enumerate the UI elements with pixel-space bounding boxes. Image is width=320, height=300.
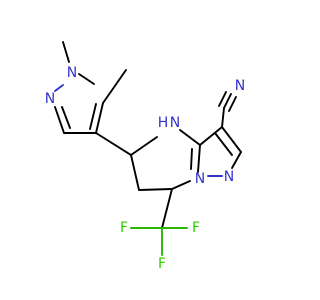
bond-c7-c6	[138, 188, 173, 191]
atom-pyrazole-n1: N	[67, 65, 77, 81]
atom-nitrile-nitrogen: N	[235, 78, 245, 94]
bond-c2-n1	[231, 151, 242, 169]
bond-n1-c5	[78, 73, 95, 85]
atom-fluorine-right: F	[192, 220, 200, 236]
bond-c4-c5-double	[89, 103, 97, 130]
bond-n7a-c7	[171, 180, 191, 190]
molecule-structure-diagram: N N N H N N N F F F	[45, 41, 245, 272]
bond-c7-cf3	[161, 188, 173, 229]
bond-nmethyl-n1	[62, 41, 70, 63]
bond-c6-c5	[130, 154, 140, 191]
atom-ring-n1: N	[224, 169, 234, 185]
atom-ring-n7a: N	[195, 171, 205, 187]
bond-c3-c2	[221, 126, 242, 153]
bond-c3a-c3	[199, 126, 223, 146]
bond-nitrile-triple-b	[228, 96, 237, 112]
atom-ring-n4h-hydrogen: H	[158, 115, 169, 131]
atom-fluorine-left: F	[120, 220, 128, 236]
bond-c3-nitrile	[221, 107, 225, 128]
atom-pyrazole-n2: N	[45, 91, 55, 107]
atom-ring-n4h: N	[170, 115, 180, 131]
bond-c3a-n7a-double	[190, 148, 193, 170]
bond-nitrile-triple-a	[223, 93, 232, 109]
bond-c4-ring-c5	[95, 132, 132, 156]
bond-c4-c5	[95, 102, 104, 134]
atom-label-layer: N N N H N N N F F F	[45, 65, 245, 272]
bond-n4-c3a	[179, 129, 201, 146]
bond-n2-c3	[54, 106, 65, 134]
bond-n1-n2	[54, 84, 64, 92]
atom-fluorine-bottom: F	[158, 256, 166, 272]
bond-layer	[54, 41, 242, 256]
bond-c3-c2-double	[214, 132, 233, 156]
bond-c5-n4	[130, 136, 158, 156]
bond-c5-methyl	[102, 69, 127, 104]
bond-n2-c3-double	[61, 106, 71, 129]
bond-c3a-n7a	[197, 144, 201, 173]
bond-nitrile-triple-c	[218, 91, 227, 107]
